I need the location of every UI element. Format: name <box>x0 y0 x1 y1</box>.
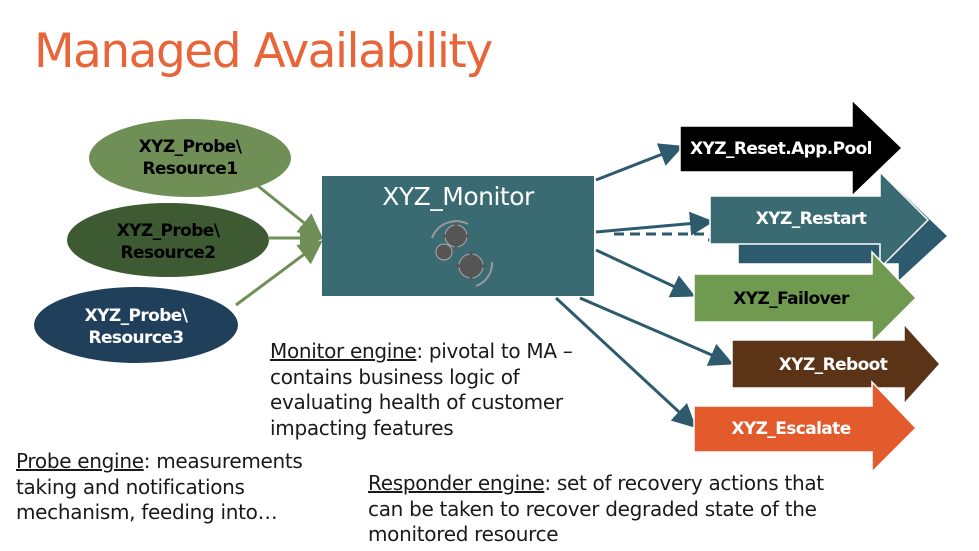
probe1-to-monitor-arrow <box>257 184 323 238</box>
probe-engine-line1: : measurements <box>143 449 303 473</box>
monitor-to-escalate-arrow <box>554 296 697 429</box>
probe-engine-line2: taking and notifications <box>16 474 245 499</box>
slide-title: Managed Availability <box>34 24 493 79</box>
probe-resource3-label: XYZ_Probe\ Resource3 <box>56 305 216 349</box>
probe3-to-monitor-arrow <box>235 240 323 307</box>
probe-resource1-label: XYZ_Probe\ Resource1 <box>110 136 270 180</box>
probe-resource1-ellipse <box>87 117 293 199</box>
responder-escalate-label: XYZ_Escalate <box>731 419 851 439</box>
probe-engine-description: Probe engine: measurements taking and no… <box>16 449 303 526</box>
responder-reboot-label: XYZ_Reboot <box>778 355 888 375</box>
gears-icon <box>431 220 494 287</box>
monitor-to-failover-arrow <box>595 248 696 298</box>
probe-resource2-ellipse <box>65 201 271 279</box>
responder-resetapppool-shape <box>679 98 904 198</box>
responder-restart-label: XYZ_Restart <box>755 209 867 229</box>
responder-escalate-shape <box>693 380 918 474</box>
monitor-engine-term: Monitor engine <box>270 339 417 363</box>
probe-resource3-line1: XYZ_Probe\ <box>84 306 188 326</box>
probe-resource1-line2: Resource1 <box>142 159 239 179</box>
probe-resource1-line1: XYZ_Probe\ <box>138 137 242 157</box>
probe-resource3-ellipse <box>32 285 240 365</box>
responder-engine-line3: monitored resource <box>368 522 559 546</box>
responder-restart-shape <box>709 170 930 270</box>
responder-engine-description: Responder engine: set of recovery action… <box>368 471 824 548</box>
monitor-to-reboot-arrow <box>579 296 734 366</box>
monitor-to-resetapppool-arrow <box>595 143 684 182</box>
responder-engine-line2: can be taken to recover degraded state o… <box>368 496 817 521</box>
monitor-to-restart-arrow <box>595 211 714 236</box>
monitor-engine-line1: : pivotal to MA – <box>416 339 573 363</box>
responder-failover-shape <box>693 250 918 344</box>
responder-engine-term: Responder engine <box>368 471 545 495</box>
probe-engine-line3: mechanism, feeding into… <box>16 500 278 524</box>
probe-resource2-line1: XYZ_Probe\ <box>116 221 220 241</box>
monitor-engine-line3: evaluating health of customer <box>270 390 563 414</box>
responder-resetapppool-label: XYZ_Reset.App.Pool <box>690 139 873 159</box>
responder-reboot-shape <box>731 322 942 406</box>
monitor-label: XYZ_Monitor <box>382 182 534 211</box>
monitor-engine-description: Monitor engine: pivotal to MA – contains… <box>270 339 573 441</box>
probe-resource2-label: XYZ_Probe\ Resource2 <box>88 220 248 264</box>
monitor-engine-line4: impacting features <box>270 415 454 440</box>
probe-resource2-line2: Resource2 <box>120 243 217 263</box>
responder-engine-line1: : set of recovery actions that <box>544 471 824 495</box>
responder-failover-label: XYZ_Failover <box>733 289 849 309</box>
probe-resource3-line2: Resource3 <box>88 328 185 348</box>
monitor-engine-line2: contains business logic of <box>270 364 520 389</box>
probe-engine-term: Probe engine <box>16 449 144 473</box>
